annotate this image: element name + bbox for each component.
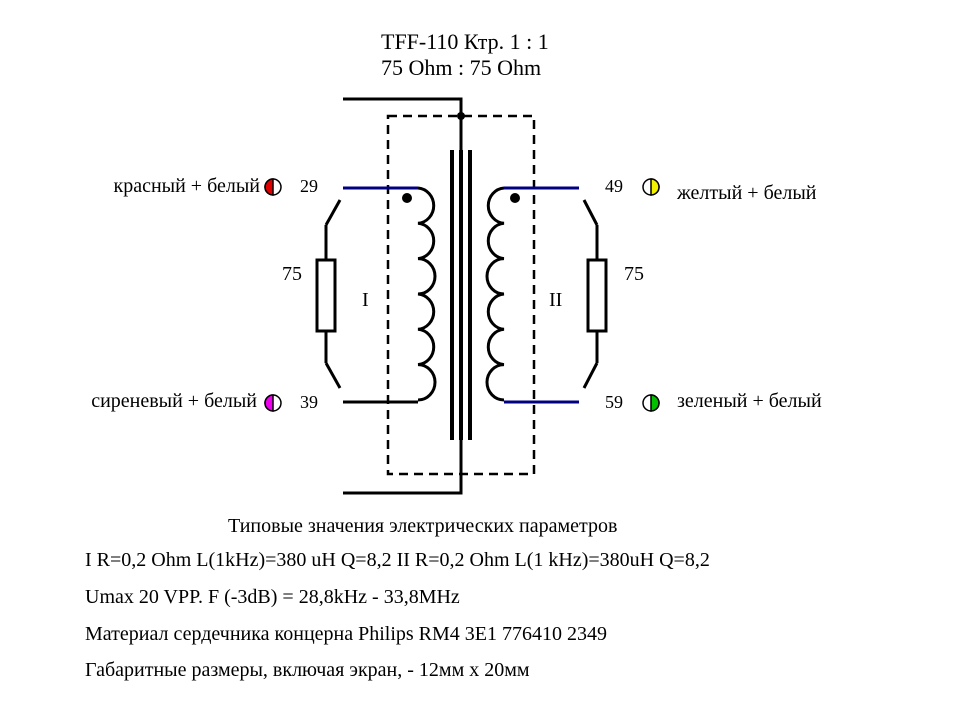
params-title: Типовые значения электрических параметро… (228, 515, 617, 537)
header-title: TFF-110 Ктр. 1 : 1 (381, 29, 549, 54)
pin-59-color-marker (642, 394, 660, 412)
shield-junction-dot (457, 112, 465, 120)
shield-ground-lead (343, 97, 463, 495)
pin-29-color-marker (264, 178, 282, 196)
left-resistor-value: 75 (282, 263, 302, 285)
params-voltage-bandwidth-line: Umax 20 VPP. F (-3dB) = 28,8kHz - 33,8MH… (85, 586, 460, 608)
transformer-core (450, 150, 472, 440)
params-core-material-line: Материал сердечника концерна Philips RM4… (85, 623, 607, 645)
pin-59-number: 59 (605, 392, 623, 412)
secondary-polarity-dot (510, 193, 520, 203)
params-inductance-line: I R=0,2 Ohm L(1kHz)=380 uH Q=8,2 II R=0,… (85, 549, 710, 571)
primary-polarity-dot (402, 193, 412, 203)
params-dimensions-line: Габаритные размеры, включая экран, - 12м… (85, 659, 530, 681)
pin-49-number: 49 (605, 176, 623, 196)
pin-39-color-marker (264, 394, 282, 412)
right-resistor (586, 258, 608, 333)
pin-29-number: 29 (300, 176, 318, 196)
pin-39-number: 39 (300, 392, 318, 412)
left-resistor-branch (324, 199, 342, 389)
right-resistor-value: 75 (624, 263, 644, 285)
pin-49-wire-label: желтый + белый (676, 182, 817, 204)
left-resistor (315, 258, 337, 333)
secondary-winding-label: II (549, 289, 562, 311)
header-impedance: 75 Ohm : 75 Ohm (381, 55, 541, 80)
primary-winding-label: I (362, 289, 369, 311)
pin-49-color-marker (642, 178, 660, 196)
right-resistor-branch (582, 199, 599, 389)
pin-29-wire-label: красный + белый (113, 175, 260, 197)
primary-coil (417, 186, 437, 402)
pin-39-wire-label: сиреневый + белый (91, 390, 257, 412)
secondary-coil (485, 186, 505, 402)
shield-outline (386, 114, 536, 476)
pin-59-wire-label: зеленый + белый (677, 390, 822, 412)
